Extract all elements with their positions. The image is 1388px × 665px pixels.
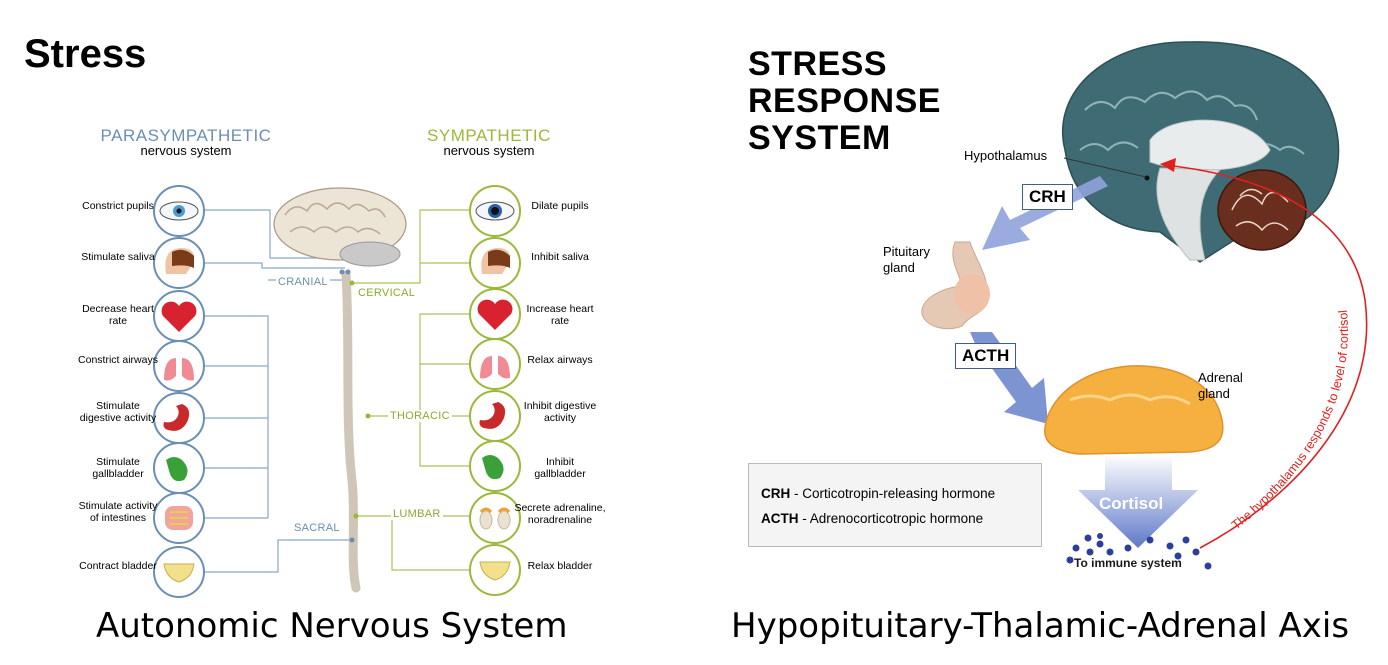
caption-autonomic: Autonomic Nervous System (96, 606, 568, 646)
legend-acth-abbr: ACTH (761, 511, 799, 526)
para-label-digestive: Stimulate digestive activity (79, 400, 157, 424)
symp-label-adrenaline: Secrete adrenaline, noradrenaline (514, 502, 606, 526)
gallbladder-icon (153, 442, 205, 494)
symp-label-saliva: Inhibit saliva (531, 251, 589, 263)
sympathetic-title: SYMPATHETIC (427, 126, 551, 145)
legend-acth: ACTH - Adrenocorticotropic hormone (761, 511, 983, 526)
bladder-icon (469, 544, 521, 596)
parasympathetic-heading: PARASYMPATHETIC nervous system (86, 126, 286, 158)
lungs-icon (153, 340, 205, 392)
eye-icon (153, 185, 205, 237)
para-label-gallbladder: Stimulate gallbladder (92, 456, 144, 480)
mouth-icon (469, 237, 521, 289)
sympathetic-heading: SYMPATHETIC nervous system (404, 126, 574, 158)
pituitary-gland (921, 241, 990, 330)
para-label-saliva: Stimulate saliva (81, 251, 155, 263)
segment-thoracic: THORACIC (388, 410, 452, 422)
feedback-curve (1164, 164, 1368, 549)
legend-crh: CRH - Corticotropin-releasing hormone (761, 486, 995, 501)
stomach-icon (153, 392, 205, 444)
symp-label-heart: Increase heart rate (526, 303, 594, 327)
parasympathetic-connectors (205, 209, 352, 573)
legend-crh-abbr: CRH (761, 486, 791, 501)
parasympathetic-organ-icons (153, 185, 205, 598)
bladder-icon (153, 546, 205, 598)
para-label-bladder: Contract bladder (79, 560, 157, 572)
legend-acth-text: - Adrenocorticotropic hormone (798, 511, 984, 526)
sympathetic-subtitle: nervous system (443, 143, 535, 158)
hpa-brain (1062, 41, 1340, 263)
caption-hpa-axis: Hypopituitary-Thalamic-Adrenal Axis (731, 606, 1350, 646)
crh-arrow (982, 176, 1108, 250)
hormone-legend: CRH - Corticotropin-releasing hormone AC… (748, 463, 1042, 547)
title-line-2: RESPONSE (748, 82, 941, 120)
crh-box: CRH (1022, 184, 1073, 210)
symp-label-digestive: Inhibit digestive activity (523, 400, 597, 424)
symp-label-pupils: Dilate pupils (531, 200, 589, 212)
sympathetic-organ-icons (469, 185, 521, 596)
feedback-arrowhead (1160, 158, 1176, 172)
heart-icon (153, 290, 205, 342)
stomach-icon (469, 390, 521, 442)
heart-icon (469, 288, 521, 340)
symp-label-airways: Relax airways (527, 354, 593, 366)
para-label-heart: Decrease heart rate (82, 303, 154, 327)
cortisol-label: Cortisol (1099, 494, 1164, 513)
mouth-icon (153, 237, 205, 289)
cortisol-molecules (1066, 533, 1212, 570)
segment-lumbar: LUMBAR (391, 508, 443, 520)
main-title: Stress (24, 32, 147, 76)
para-label-airways: Constrict airways (78, 354, 158, 366)
stress-response-title: STRESS RESPONSE SYSTEM (748, 46, 941, 157)
segment-cervical: CERVICAL (356, 287, 418, 299)
intestines-icon (153, 492, 205, 544)
segment-cranial: CRANIAL (276, 276, 330, 288)
gallbladder-icon (469, 440, 521, 492)
lungs-icon (469, 338, 521, 390)
hypothalamus-label: Hypothalamus (964, 148, 1048, 163)
feedback-label: The hypothalamus responds to level of co… (1229, 309, 1351, 532)
acth-box: ACTH (955, 343, 1017, 369)
spinal-cord (341, 270, 361, 593)
title-line-1: STRESS (748, 45, 888, 83)
para-label-pupils: Constrict pupils (82, 200, 154, 212)
segment-sacral: SACRAL (292, 522, 342, 534)
adrenal-glands-icon (469, 492, 521, 544)
symp-label-gallbladder: Inhibit gallbladder (534, 456, 586, 480)
hypothalamus-pointer (1063, 157, 1147, 178)
cortisol-arrow (1078, 455, 1198, 548)
para-label-intestines: Stimulate activity of intestines (78, 500, 158, 524)
legend-crh-text: - Corticotropin-releasing hormone (790, 486, 996, 501)
title-line-3: SYSTEM (748, 119, 891, 157)
ans-brain (273, 187, 407, 267)
eye-icon (469, 185, 521, 237)
adrenal-gland (1044, 365, 1224, 455)
symp-label-bladder: Relax bladder (527, 560, 593, 572)
parasympathetic-title: PARASYMPATHETIC (100, 126, 272, 145)
immune-label: To immune system (1074, 556, 1182, 570)
parasympathetic-subtitle: nervous system (140, 143, 232, 158)
pituitary-label: Pituitary gland (883, 244, 930, 275)
adrenal-label: Adrenal gland (1198, 370, 1243, 401)
